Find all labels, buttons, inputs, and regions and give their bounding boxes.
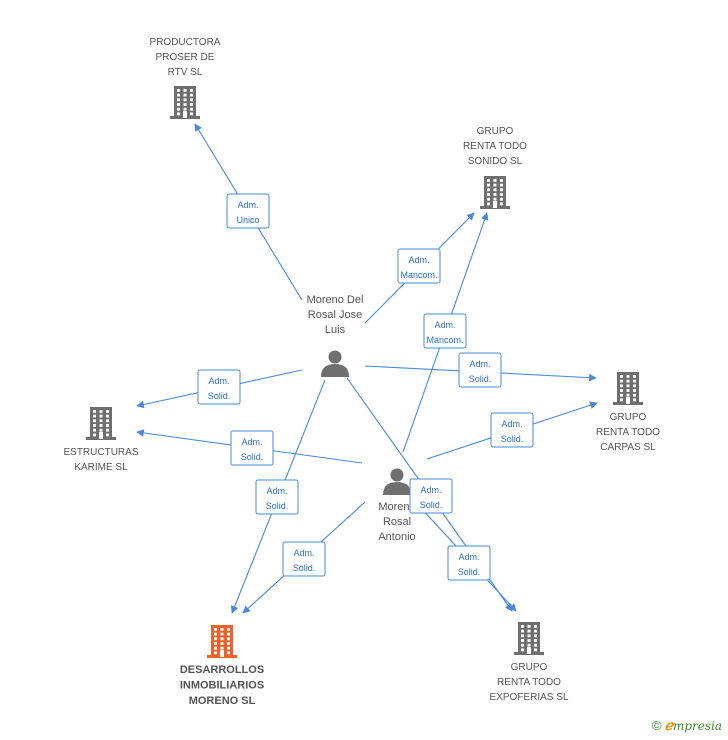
copyright-symbol: ©: [652, 718, 662, 733]
footer-brand: ©ℯmpresia: [652, 718, 722, 734]
node-label-line: ESTRUCTURAS: [63, 447, 138, 458]
edge-label-text: Adm.: [458, 552, 479, 562]
node-label-line: EXPOFERIAS SL: [490, 692, 569, 703]
node-label-line: Luis: [325, 324, 346, 336]
node-label-line: Antonio: [378, 531, 415, 543]
edge-label-an-estructuras: Adm. Solid.: [230, 430, 274, 466]
edge-label-an-sonido: Adm. Mancom.: [423, 313, 467, 349]
person-icon: [383, 468, 411, 495]
node-grupo-sonido[interactable]: GRUPO RENTA TODO SONIDO SL: [463, 126, 527, 209]
person-icon: [321, 350, 349, 377]
node-label-line: GRUPO: [477, 126, 514, 137]
edge-label-text: Solid.: [420, 500, 443, 510]
node-label-line: INMOBILIARIOS: [180, 680, 264, 692]
building-icon: [207, 625, 237, 658]
node-label-line: RTV SL: [168, 67, 203, 78]
node-grupo-expoferias[interactable]: GRUPO RENTA TODO EXPOFERIAS SL: [490, 622, 569, 703]
building-icon: [480, 176, 510, 209]
building-icon: [170, 86, 200, 119]
node-label-line: Moreno Del: [307, 294, 364, 306]
node-label-line: KARIME SL: [74, 462, 128, 473]
nodes-layer: PRODUCTORA PROSER DE RTV SL GRUPO RENTA TODO…: [63, 37, 660, 707]
edge-label-an-carpas: Adm. Solid.: [490, 412, 534, 448]
edge-label-text: Solid.: [469, 374, 492, 384]
edge-label-jl-expoferias: Adm. Solid.: [409, 478, 453, 514]
node-label-line: CARPAS SL: [600, 442, 656, 453]
edge-labels-layer: Adm.UnicoAdm.Mancom.Adm.Mancom.Adm.Solid…: [197, 193, 534, 581]
edge-label-jl-desarrollos: Adm. Solid.: [255, 479, 299, 515]
node-label-line: Rosal: [383, 516, 411, 528]
edge-label-text: Adm.: [266, 486, 287, 496]
edge-label-text: Solid.: [501, 434, 524, 444]
edge-label-text: Adm.: [293, 548, 314, 558]
node-productora[interactable]: PRODUCTORA PROSER DE RTV SL: [150, 37, 221, 119]
edge-label-text: Solid.: [241, 452, 264, 462]
brand-logo-text: mpresia: [672, 719, 722, 733]
edge-label-text: Adm.: [469, 359, 490, 369]
edge-label-text: Adm.: [241, 437, 262, 447]
node-label-line: RENTA TODO: [497, 677, 561, 688]
edge-label-jl-sonido: Adm. Mancom.: [397, 248, 441, 284]
edge-label-text: Unico: [236, 215, 259, 225]
edge-label-text: Solid.: [208, 391, 231, 401]
edge-label-text: Adm.: [237, 200, 258, 210]
edge-label-an-expoferias: Adm. Solid.: [447, 545, 491, 581]
node-label-line: Moreno: [378, 501, 415, 513]
building-icon: [613, 372, 643, 405]
edge-label-an-desarrollos: Adm. Solid.: [282, 541, 326, 577]
node-label-line: Rosal Jose: [308, 309, 362, 321]
node-label-line: GRUPO: [511, 662, 548, 673]
brand-logo-letter: ℯ: [664, 718, 673, 734]
edge-label-text: Mancom.: [400, 270, 437, 280]
edge-label-text: Solid.: [458, 567, 481, 577]
edge-label-text: Adm.: [501, 419, 522, 429]
node-label-line: RENTA TODO: [463, 141, 527, 152]
edge-label-text: Mancom.: [426, 335, 463, 345]
edge-label-jl-carpas: Adm. Solid.: [458, 352, 502, 388]
node-estructuras[interactable]: ESTRUCTURAS KARIME SL: [63, 407, 139, 473]
node-label-line: RENTA TODO: [596, 427, 660, 438]
node-label-line: PROSER DE: [156, 52, 215, 63]
building-icon: [86, 407, 116, 440]
node-grupo-carpas[interactable]: GRUPO RENTA TODO CARPAS SL: [596, 372, 660, 453]
edge-label-text: Adm.: [208, 376, 229, 386]
node-label-line: MORENO SL: [189, 695, 256, 707]
node-desarrollos[interactable]: DESARROLLOS INMOBILIARIOS MORENO SL: [180, 625, 264, 707]
edge-label-jl-estructuras: Adm. Solid.: [197, 369, 241, 405]
edge-label-text: Adm.: [420, 485, 441, 495]
edges-layer: [136, 123, 598, 614]
node-label-line: GRUPO: [610, 412, 647, 423]
edge-label-text: Adm.: [434, 320, 455, 330]
edge-label-jl-productora: Adm. Unico: [226, 193, 270, 229]
node-label-line: SONIDO SL: [468, 156, 523, 167]
edge-label-text: Solid.: [266, 501, 289, 511]
node-label-line: DESARROLLOS: [180, 664, 264, 676]
edge-label-text: Solid.: [293, 563, 316, 573]
edge-label-text: Adm.: [408, 255, 429, 265]
node-label-line: PRODUCTORA: [150, 37, 221, 48]
building-icon: [514, 622, 544, 655]
